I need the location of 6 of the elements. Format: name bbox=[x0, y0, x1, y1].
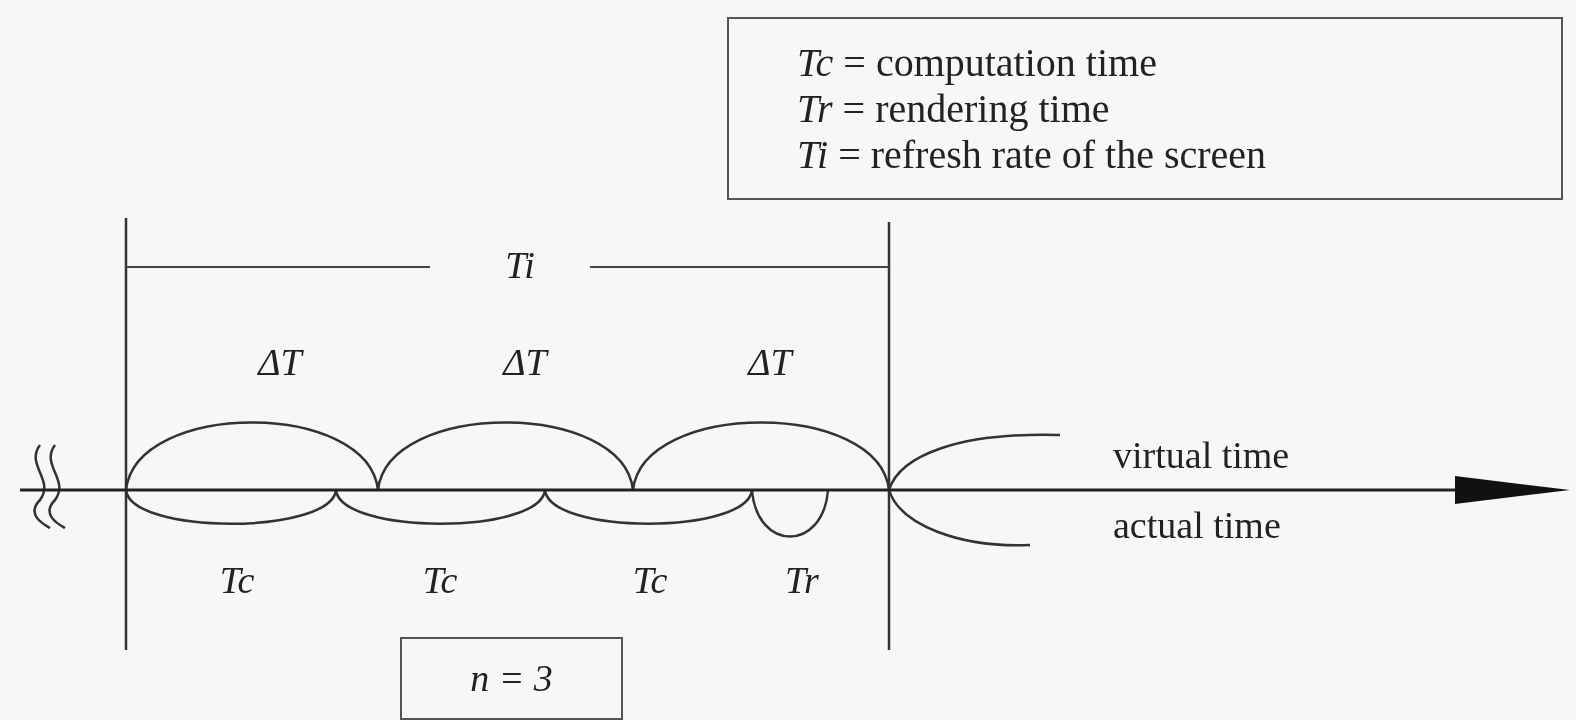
text-box bbox=[400, 637, 623, 720]
box-text: Tc = computation time bbox=[797, 39, 1157, 86]
box-text: Ti = refresh rate of the screen bbox=[797, 131, 1267, 178]
text-box bbox=[727, 17, 1563, 200]
box-text: n = 3 bbox=[470, 656, 553, 701]
box-text: Tr = rendering time bbox=[797, 85, 1110, 132]
